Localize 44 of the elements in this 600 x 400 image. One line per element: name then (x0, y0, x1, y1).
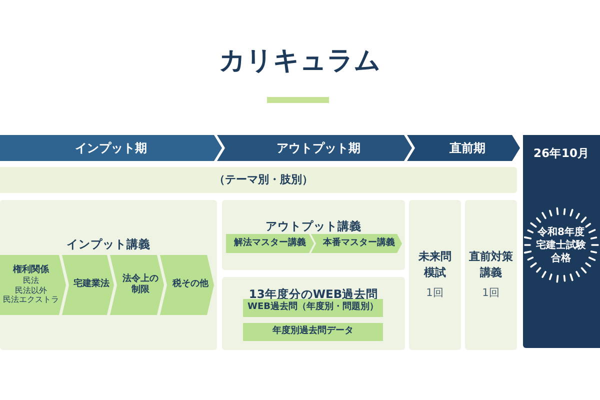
stage-banner (217, 135, 412, 161)
topic-detail: 民法以外 (15, 286, 47, 296)
lesson-band (0, 167, 517, 193)
stage-label: 直前期 (450, 140, 486, 156)
course-box (465, 200, 517, 350)
burst-ring (523, 207, 599, 283)
topic-label: 税その他 (172, 279, 208, 291)
course-box (0, 200, 217, 350)
item-box (243, 299, 383, 317)
goal-text: 令和8年度宅建士試験合格 (536, 226, 586, 264)
topic-label: 権利関係 (13, 264, 49, 276)
topic-label: 解法マスター講義 (234, 238, 306, 250)
stage-banner (0, 135, 222, 161)
date-label: 26年10月 (533, 146, 590, 160)
topic-block (0, 255, 66, 315)
box-heading: インプット講義 (66, 237, 150, 251)
topic-block (226, 234, 314, 253)
item-label: 年度別過去問データ (272, 326, 354, 338)
topic-detail: 民法エクストラ (3, 295, 59, 306)
count-label: 1回 (482, 287, 500, 301)
topic-block (311, 234, 402, 253)
course-box (222, 277, 405, 350)
course-box (409, 200, 461, 350)
box-heading: 13年度分のWEB過去問 (248, 287, 378, 301)
stage-label: インプット期 (75, 140, 147, 156)
stage-banner (407, 135, 520, 161)
topic-block (62, 255, 114, 315)
topic-block (110, 255, 164, 315)
topic-label: 宅建業法 (74, 279, 110, 291)
stage-label: アウトプット期 (276, 140, 360, 156)
box-heading: アウトプット講義 (266, 219, 362, 233)
topic-label: 本番マスター講義 (323, 238, 395, 250)
diagram-title: カリキュラム (219, 45, 381, 78)
band-label: （テーマ別・肢別） (214, 173, 313, 187)
item-box (243, 323, 383, 341)
course-title: 直前対策講義 (468, 249, 514, 282)
topic-block (160, 255, 214, 315)
topic-detail: 民法 (23, 276, 39, 286)
course-title: 未来問模試 (418, 249, 452, 282)
goal-panel (523, 135, 600, 348)
item-label: WEB過去問（年度別・問題別） (248, 302, 378, 314)
course-box (222, 200, 405, 270)
topic-label: 法令上の制限 (122, 274, 160, 296)
count-label: 1回 (426, 287, 444, 301)
